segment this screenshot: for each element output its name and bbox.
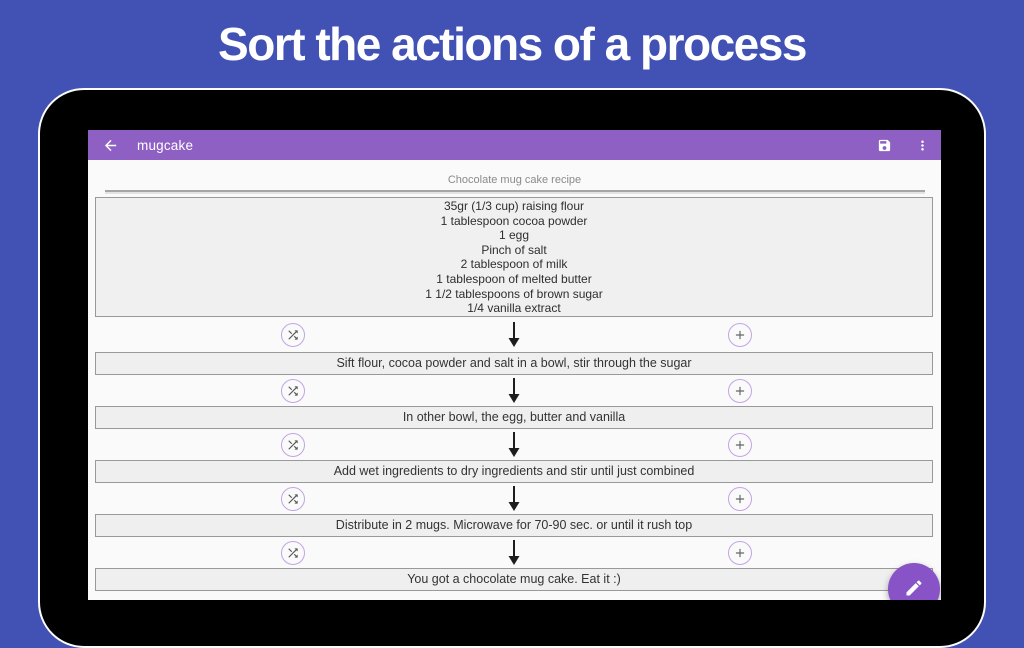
plus-icon[interactable]: [728, 378, 752, 403]
app-screen: mugcake Chocolate mug cake recipe 35gr (…: [88, 130, 941, 600]
toolbar-title: mugcake: [137, 137, 194, 153]
plus-icon[interactable]: [728, 486, 752, 511]
plus-icon[interactable]: [728, 540, 752, 565]
connector-row: [95, 537, 933, 568]
ingredient-line: 1 1/2 tablespoons of brown sugar: [425, 286, 603, 301]
ingredient-line: 1/4 vanilla extract: [467, 301, 561, 316]
connector-row: [95, 375, 933, 406]
ingredient-line: Pinch of salt: [481, 242, 547, 257]
shuffle-icon[interactable]: [281, 540, 305, 565]
ingredient-line: 1 egg: [498, 228, 530, 243]
overflow-menu-icon[interactable]: [914, 137, 930, 153]
edit-fab-button[interactable]: [888, 563, 940, 600]
title-field-underline: [105, 190, 925, 194]
shuffle-icon[interactable]: [281, 322, 305, 347]
step-box[interactable]: In other bowl, the egg, butter and vanil…: [95, 406, 933, 429]
ingredient-line: 2 tablespoon of milk: [460, 257, 568, 272]
ingredient-line: 35gr (1/3 cup) raising flour: [443, 199, 585, 213]
down-arrow-icon: [507, 539, 521, 566]
back-arrow-icon[interactable]: [102, 137, 119, 154]
process-title-field[interactable]: Chocolate mug cake recipe: [447, 174, 582, 186]
plus-icon[interactable]: [728, 432, 752, 457]
connector-row: [95, 483, 933, 514]
down-arrow-icon: [507, 485, 521, 512]
shuffle-icon[interactable]: [281, 378, 305, 403]
down-arrow-icon: [507, 431, 521, 458]
ingredient-line: 1 tablespoon of melted butter: [436, 271, 592, 286]
connector-row: [95, 317, 933, 352]
ingredients-block[interactable]: 35gr (1/3 cup) raising flour 1 tablespoo…: [95, 197, 933, 317]
step-box[interactable]: Sift flour, cocoa powder and salt in a b…: [95, 352, 933, 375]
ingredient-line: 1 tablespoon cocoa powder: [440, 213, 588, 228]
save-icon[interactable]: [876, 137, 892, 153]
connector-row: [95, 429, 933, 460]
promo-banner-title: Sort the actions of a process: [218, 18, 807, 70]
down-arrow-icon: [507, 321, 521, 348]
down-arrow-icon: [507, 377, 521, 404]
edit-pencil-icon: [904, 578, 924, 601]
shuffle-icon[interactable]: [281, 432, 305, 457]
process-flow: 35gr (1/3 cup) raising flour 1 tablespoo…: [95, 197, 933, 591]
step-box[interactable]: Distribute in 2 mugs. Microwave for 70-9…: [95, 514, 933, 537]
plus-icon[interactable]: [728, 322, 752, 347]
step-box[interactable]: You got a chocolate mug cake. Eat it :): [95, 568, 933, 591]
promo-banner: Sort the actions of a process: [0, 0, 1024, 88]
shuffle-icon[interactable]: [281, 486, 305, 511]
step-box[interactable]: Add wet ingredients to dry ingredients a…: [95, 460, 933, 483]
app-toolbar: mugcake: [88, 130, 941, 160]
